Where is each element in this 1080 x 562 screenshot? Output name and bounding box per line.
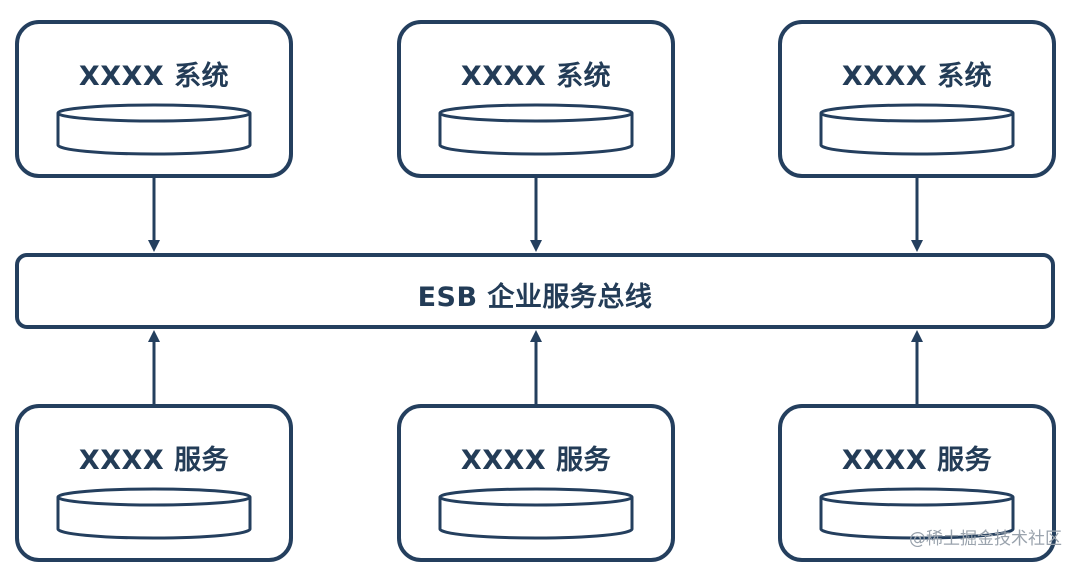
database-icon [438, 487, 634, 540]
database-icon [819, 103, 1015, 156]
system-node-label: XXXX 系统 [460, 61, 612, 92]
service-node-1: XXXX 服务 [15, 404, 293, 562]
service-node-2: XXXX 服务 [397, 404, 675, 562]
service-node-label: XXXX 服务 [78, 445, 230, 476]
watermark-text: @稀土掘金技术社区 [909, 529, 1062, 549]
esb-bus-label: ESB 企业服务总线 [417, 282, 653, 313]
service-node-label: XXXX 服务 [460, 445, 612, 476]
system-node-label: XXXX 系统 [841, 61, 993, 92]
esb-bus: ESB 企业服务总线 [15, 253, 1055, 329]
system-node-2: XXXX 系统 [397, 20, 675, 178]
service-node-label: XXXX 服务 [841, 445, 993, 476]
system-node-3: XXXX 系统 [778, 20, 1056, 178]
database-icon [819, 487, 1015, 540]
database-icon [56, 487, 252, 540]
system-node-label: XXXX 系统 [78, 61, 230, 92]
service-node-3: XXXX 服务 [778, 404, 1056, 562]
database-icon [56, 103, 252, 156]
system-node-1: XXXX 系统 [15, 20, 293, 178]
database-icon [438, 103, 634, 156]
